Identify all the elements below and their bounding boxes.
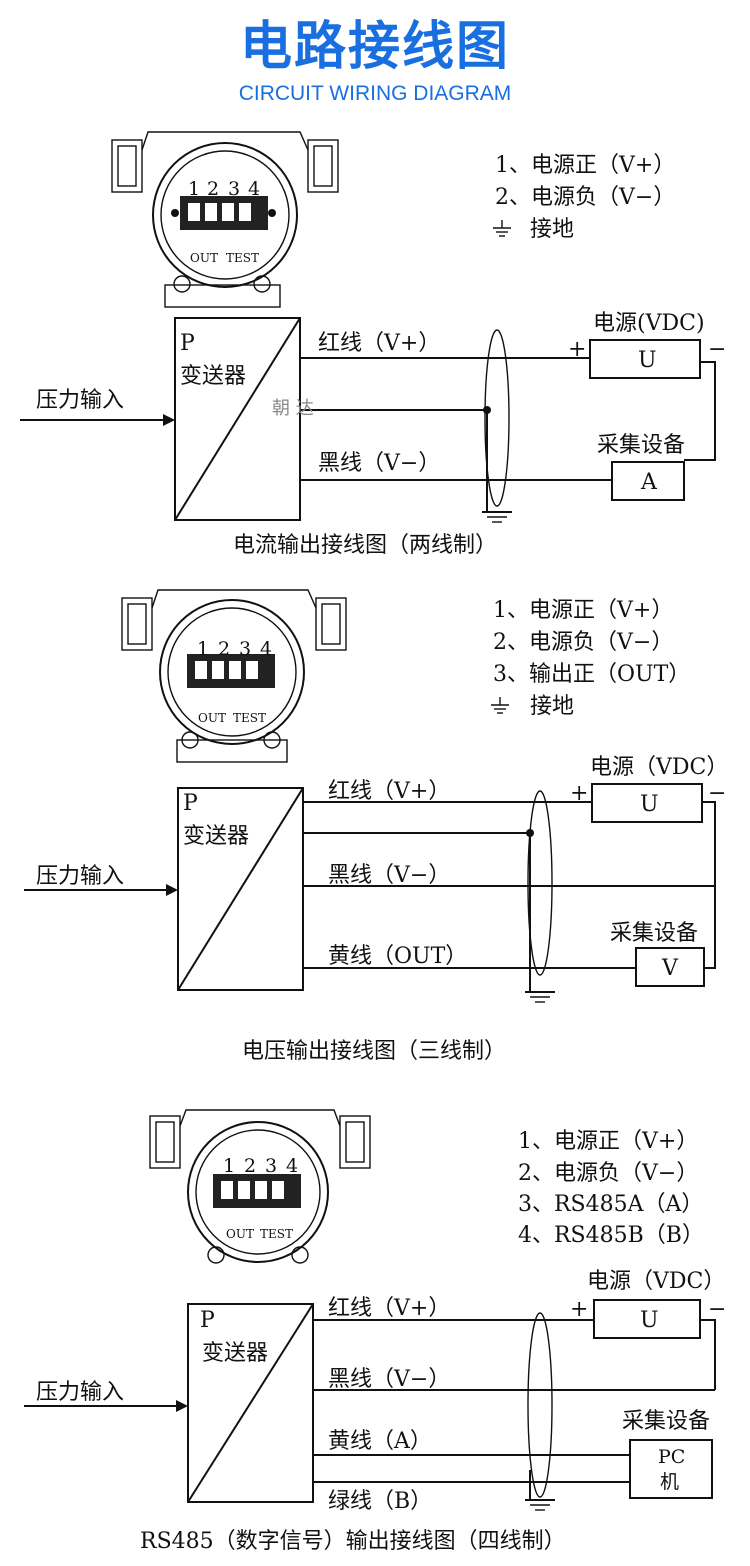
pc-label: 机 xyxy=(660,1471,679,1493)
yellow-wire-label: 黄线（A） xyxy=(328,1429,432,1454)
transmitter-box xyxy=(187,1303,314,1503)
red-wire-label: 红线（V+） xyxy=(328,779,450,804)
transmitter-label: 变送器 xyxy=(202,1341,268,1366)
pressure-input-label: 压力输入 xyxy=(36,864,124,889)
acquisition-device-box xyxy=(629,1439,713,1499)
terminal-4-label: 4 xyxy=(248,178,260,200)
transmitter-housing-image xyxy=(149,1109,371,1264)
terminal-3-label: 3 xyxy=(265,1155,277,1177)
minus-sign: − xyxy=(708,781,726,806)
diagram-caption: 电流输出接线图（两线制） xyxy=(233,533,497,558)
terminal-2-label: 2 xyxy=(244,1155,256,1177)
page-subtitle: CIRCUIT WIRING DIAGRAM xyxy=(238,82,512,105)
transmitter-label: 变送器 xyxy=(183,824,249,849)
ground-icon xyxy=(491,697,509,714)
plus-sign: + xyxy=(570,1297,588,1322)
transmitter-label: 变送器 xyxy=(180,364,246,389)
legend-item: 3、输出正（OUT） xyxy=(493,662,690,687)
legend-item: 接地 xyxy=(530,217,574,242)
minus-sign: − xyxy=(708,1297,726,1322)
minus-sign: − xyxy=(708,337,726,362)
terminal-3-label: 3 xyxy=(239,638,251,660)
black-wire-label: 黑线（V−） xyxy=(318,451,440,476)
plus-sign: + xyxy=(570,781,588,806)
page-title: 电路接线图 xyxy=(239,17,510,77)
ground-icon xyxy=(493,220,511,237)
power-supply-label: 电源（VDC） xyxy=(587,1269,725,1294)
acquisition-device-box xyxy=(611,461,685,501)
plus-sign: + xyxy=(568,337,586,362)
power-supply-label: 电源(VDC) xyxy=(593,311,705,336)
pressure-input-label: 压力输入 xyxy=(36,1380,124,1405)
terminal-test-tag: TEST xyxy=(260,1227,293,1241)
terminal-2-label: 2 xyxy=(218,638,230,660)
legend-item: 2、电源负（V−） xyxy=(518,1161,698,1186)
pc-label: PC xyxy=(658,1446,685,1468)
transmitter-housing-image xyxy=(121,589,347,763)
diagram-caption: RS485（数字信号）输出接线图（四线制） xyxy=(140,1529,566,1554)
wiring-diagram-current: 1 2 3 4 OUT TEST 1、电源正（V+） 2、电源负（V−） 接地 … xyxy=(20,131,726,558)
acquisition-device-meter: A xyxy=(640,470,658,495)
legend-item: 接地 xyxy=(530,694,574,719)
shield-loop xyxy=(484,329,510,507)
green-wire-label: 绿线（B） xyxy=(328,1489,432,1514)
legend-item: 1、电源正（V+） xyxy=(493,598,673,623)
terminal-test-tag: TEST xyxy=(233,711,266,725)
terminal-out-tag: OUT xyxy=(190,251,218,265)
terminal-1-label: 1 xyxy=(188,178,200,200)
transmitter-p-label: P xyxy=(183,791,198,816)
terminal-2-label: 2 xyxy=(207,178,219,200)
arrow-icon xyxy=(163,414,175,426)
legend-item: 2、电源负（V−） xyxy=(495,185,675,210)
wiring-diagram-rs485: 1 2 3 4 OUT TEST 1、电源正（V+） 2、电源负（V−） 3、R… xyxy=(24,1109,726,1554)
acquisition-device-label: 采集设备 xyxy=(597,433,685,458)
transmitter-box xyxy=(174,317,301,521)
ground-icon xyxy=(525,1499,555,1511)
acquisition-device-meter: V xyxy=(661,956,679,981)
terminal-1-label: 1 xyxy=(197,638,209,660)
acquisition-device-box xyxy=(635,947,705,987)
power-supply-box xyxy=(589,339,701,379)
shield-loop xyxy=(527,1312,553,1498)
ground-icon xyxy=(525,991,555,1003)
terminal-out-tag: OUT xyxy=(226,1227,254,1241)
diagram-caption: 电压输出接线图（三线制） xyxy=(242,1039,506,1064)
black-wire-label: 黑线（V−） xyxy=(328,1367,450,1392)
legend-item: 3、RS485A（A） xyxy=(518,1192,703,1217)
terminal-1-label: 1 xyxy=(223,1155,235,1177)
acquisition-device-label: 采集设备 xyxy=(622,1409,710,1434)
yellow-wire-label: 黄线（OUT） xyxy=(328,944,467,969)
watermark: 朝 达 xyxy=(272,398,314,419)
shield-loop xyxy=(527,790,553,976)
terminal-4-label: 4 xyxy=(286,1155,298,1177)
wiring-diagram-voltage: 1 2 3 4 OUT TEST 1、电源正（V+） 2、电源负（V−） 3、输… xyxy=(24,589,728,1064)
power-supply-u: U xyxy=(640,792,659,817)
legend-item: 2、电源负（V−） xyxy=(493,630,673,655)
terminal-3-label: 3 xyxy=(228,178,240,200)
terminal-out-tag: OUT xyxy=(198,711,226,725)
power-supply-u: U xyxy=(638,348,657,373)
black-wire-label: 黑线（V−） xyxy=(328,863,450,888)
power-supply-u: U xyxy=(640,1308,659,1333)
ground-icon xyxy=(482,511,512,523)
transmitter-box xyxy=(177,787,304,991)
terminal-test-tag: TEST xyxy=(226,251,259,265)
transmitter-housing-image xyxy=(111,131,339,308)
transmitter-p-label: P xyxy=(200,1308,215,1333)
arrow-icon xyxy=(176,1400,188,1412)
red-wire-label: 红线（V+） xyxy=(318,331,440,356)
acquisition-device-label: 采集设备 xyxy=(610,921,698,946)
transmitter-p-label: P xyxy=(180,331,195,356)
power-supply-label: 电源（VDC） xyxy=(590,755,728,780)
pressure-input-label: 压力输入 xyxy=(36,388,124,413)
legend-item: 4、RS485B（B） xyxy=(518,1223,704,1248)
legend-item: 1、电源正（V+） xyxy=(495,153,675,178)
legend-item: 1、电源正（V+） xyxy=(518,1129,698,1154)
arrow-icon xyxy=(166,884,178,896)
terminal-4-label: 4 xyxy=(260,638,272,660)
red-wire-label: 红线（V+） xyxy=(328,1296,450,1321)
